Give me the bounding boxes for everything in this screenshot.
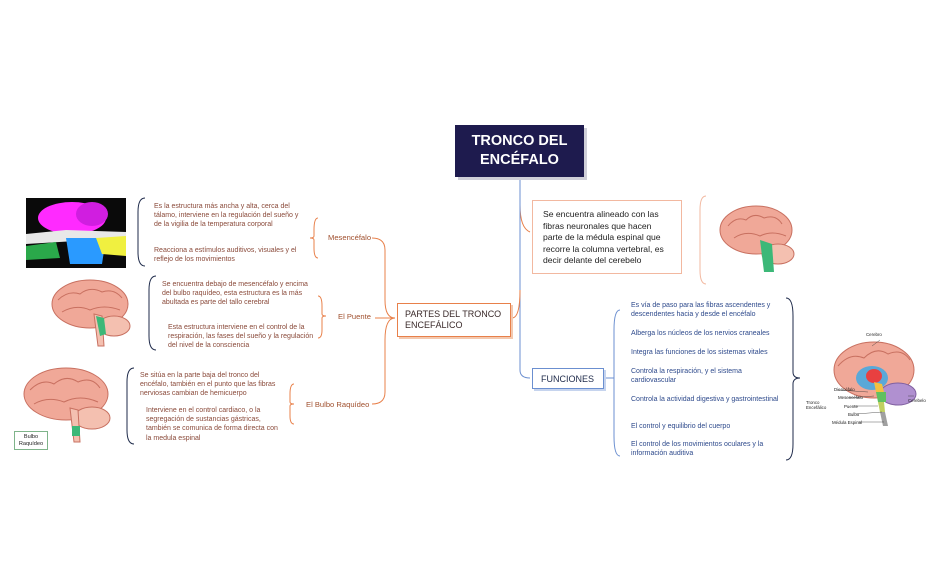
mesencefalo-item-1: Es la estructura más ancha y alta, cerca… — [154, 203, 299, 229]
bulbo-image — [23, 367, 111, 443]
root-title-line1: TRONCO DEL — [471, 133, 568, 149]
bulbo-tag-line2: Raquídeo — [18, 440, 44, 447]
puente-image — [51, 279, 131, 347]
description-text: Se encuentra alineado con las fibras neu… — [543, 209, 664, 265]
bulbo-image-tag: Bulbo Raquídeo — [14, 431, 48, 450]
diagram-label-tronco-line1: Tronco — [806, 400, 820, 405]
funcion-item-1: Es vía de paso para las fibras ascendent… — [631, 302, 771, 319]
mesencefalo-image — [26, 198, 126, 268]
funciones-node[interactable]: FUNCIONES — [532, 368, 604, 389]
funcion-item-4: Controla la respiración, y el sistema ca… — [631, 368, 742, 385]
puente-item-1: Se encuentra debajo de mesencéfalo y enc… — [162, 281, 308, 307]
mesencefalo-label[interactable]: Mesencéfalo — [328, 233, 372, 242]
root-node[interactable]: TRONCO DEL ENCÉFALO — [455, 125, 584, 177]
diagram-label-cerebro: Cerebro — [866, 332, 882, 337]
funcion-item-6: El control y equilibrio del cuerpo — [631, 423, 731, 430]
diagram-label-cerebelo: Cerebelo — [908, 398, 926, 403]
partes-node[interactable]: PARTES DEL TRONCO ENCEFÁLICO — [397, 303, 511, 337]
brain-diagram-image — [833, 339, 917, 426]
diagram-label-diencefalo: Diencéfalo — [834, 387, 855, 392]
bulbo-item-2: Interviene en el control cardiaco, o la … — [146, 407, 278, 442]
bulbo-tag-line1: Bulbo — [23, 434, 39, 440]
diagram-label-tronco-line2: Encefálico — [806, 405, 827, 410]
puente-label[interactable]: El Puente — [338, 312, 371, 321]
description-node[interactable]: Se encuentra alineado con las fibras neu… — [532, 200, 682, 274]
puente-item-2: Esta estructura interviene en el control… — [168, 324, 314, 350]
funciones-label: FUNCIONES — [541, 373, 595, 384]
bulbo-item-1: Se sitúa en la parte baja del tronco del… — [140, 372, 276, 398]
diagram-label-tronco: Tronco Encefálico — [806, 400, 826, 410]
diagram-label-bulbo: Bulbo — [848, 412, 860, 417]
diagram-label-puente: Puente — [844, 404, 858, 409]
diagram-label-medula: Médula Espinal — [832, 420, 863, 425]
diagram-label-mesencefalo: Mesencéfalo — [838, 395, 863, 400]
funcion-item-7: El control de los movimientos oculares y… — [631, 441, 764, 458]
brain-image-description — [719, 205, 795, 272]
root-title-line2: ENCÉFALO — [480, 152, 559, 168]
funcion-item-2: Alberga los núcleos de los nervios crane… — [631, 330, 770, 337]
funcion-item-5: Controla la actividad digestiva y gastro… — [631, 396, 779, 403]
bulbo-label[interactable]: El Bulbo Raquídeo — [306, 400, 370, 409]
funcion-item-3: Integra las funciones de los sistemas vi… — [631, 349, 768, 356]
partes-label: PARTES DEL TRONCO ENCEFÁLICO — [405, 309, 502, 330]
mesencefalo-item-2: Reacciona a estímulos auditivos, visuale… — [154, 247, 297, 264]
